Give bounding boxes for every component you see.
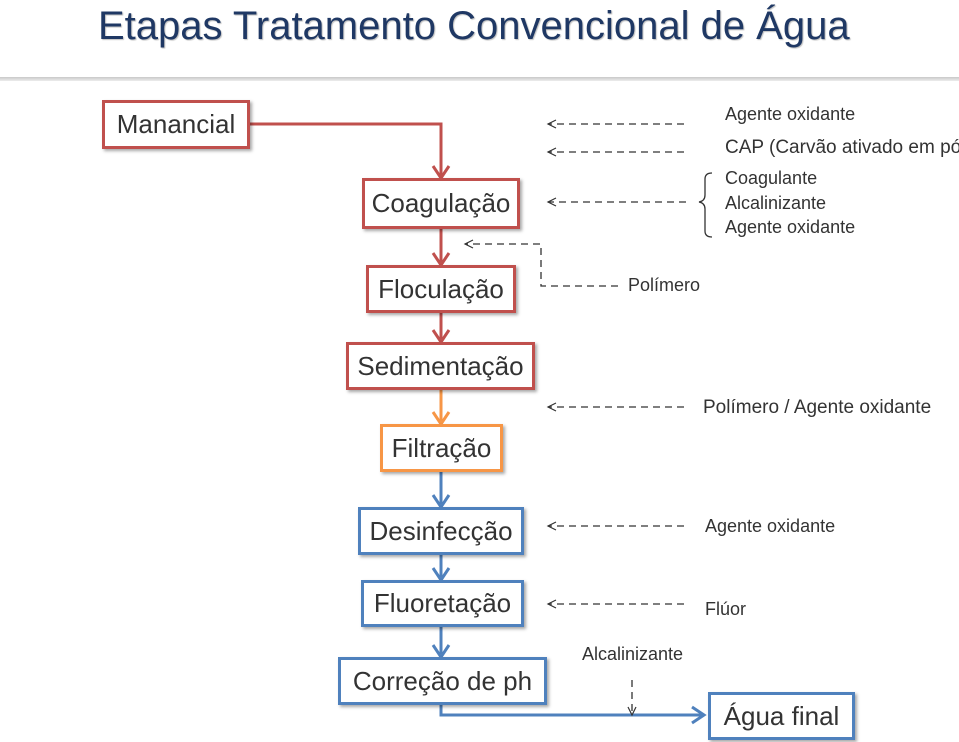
label-agente-oxidante-3: Agente oxidante	[705, 516, 836, 536]
label-polimero-agente-oxidante: Polímero / Agente oxidante	[703, 397, 932, 418]
flow-manancial-to-coagulacao	[250, 122, 443, 176]
main-flow-arrows	[250, 122, 707, 725]
title-divider	[0, 77, 959, 81]
stage-correcao-ph: Correção de ph	[338, 657, 547, 705]
label-fluor: Flúor	[705, 599, 747, 619]
dosing-arrows	[463, 119, 686, 717]
label-agente-oxidante-2: Agente oxidante	[725, 217, 856, 237]
stage-manancial: Manancial	[102, 100, 250, 149]
stage-desinfeccao: Desinfecção	[358, 507, 524, 555]
stage-agua-final: Água final	[708, 692, 855, 740]
label-polimero: Polímero	[628, 275, 701, 295]
stage-sedimentacao: Sedimentação	[346, 342, 535, 390]
label-alcalinizante-1: Alcalinizante	[725, 193, 827, 213]
label-coagulante: Coagulante	[725, 168, 818, 188]
flow-correcao-to-agua-final	[439, 705, 702, 717]
label-agente-oxidante-1: Agente oxidante	[725, 104, 856, 124]
arrowhead-agua-final	[691, 705, 707, 725]
page-title: Etapas Tratamento Convencional de Água	[98, 4, 850, 48]
stage-filtracao: Filtração	[380, 424, 503, 472]
dose-arrow-polimero	[463, 239, 618, 287]
stage-floculacao: Floculação	[366, 265, 516, 313]
stage-coagulacao: Coagulação	[362, 178, 520, 229]
label-cap: CAP (Carvão ativado em pó)	[725, 137, 959, 158]
chemicals-brace	[698, 172, 713, 238]
label-alcalinizante-2: Alcalinizante	[582, 644, 684, 664]
stage-fluoretacao: Fluoretação	[361, 580, 524, 627]
